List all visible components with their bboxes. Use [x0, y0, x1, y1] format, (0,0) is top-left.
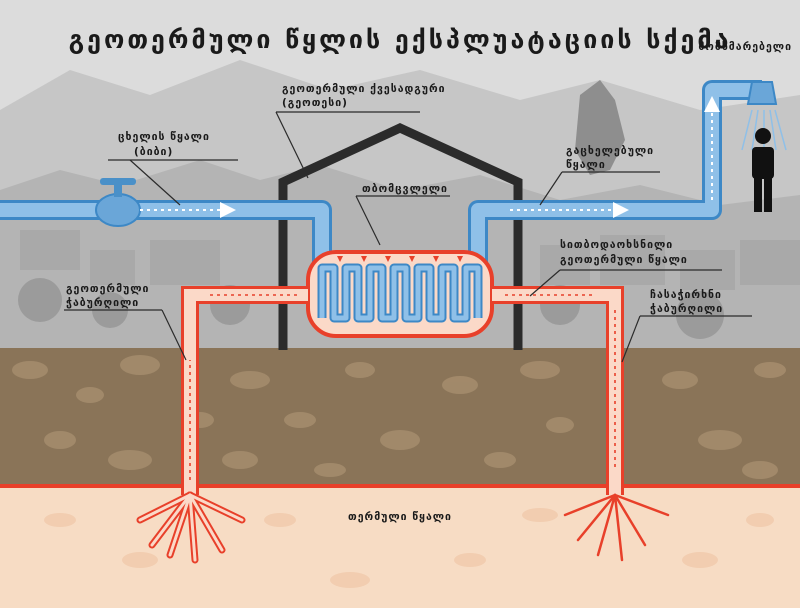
valve-icon: [95, 178, 141, 227]
label-used-geothermal-water-sub: გეოთერმული წყალი: [560, 254, 688, 266]
hot-flow-arrows: [189, 294, 616, 480]
geothermal-station-building: [278, 123, 523, 350]
label-injection-well: ჩასაჭირხნი: [650, 289, 722, 301]
aquifer-layer: [0, 484, 800, 608]
label-consumer: მომხმარებელი: [698, 41, 792, 53]
heat-exchanger: [306, 250, 494, 338]
label-geothermal-station: გეოთერმული ქვესადგური: [282, 83, 446, 95]
label-thermal-water: თერმული წყალი: [348, 511, 452, 523]
label-injection-well-sub: ჭაბურღილი: [650, 303, 723, 315]
label-used-geothermal-water: სითბოდაოხსნილი: [560, 239, 673, 251]
injection-well-fractures: [563, 493, 670, 562]
label-heated-water: გაცხელებული: [566, 145, 654, 157]
label-cold-water: ცხელის წყალი: [118, 131, 210, 143]
label-geothermal-station-sub: (გეოთესი): [282, 97, 348, 109]
label-heat-exchanger: თბომცვლელი: [362, 183, 448, 195]
label-geothermal-well-sub: ჭაბურღილი: [66, 297, 139, 309]
production-well-fractures-inner: [138, 493, 244, 562]
flow-arrows: [140, 96, 720, 218]
soil-layer: [0, 348, 800, 486]
label-geothermal-well: გეოთერმული: [66, 283, 149, 295]
shower-icon: [741, 81, 787, 151]
person-icon: [752, 128, 774, 212]
heated-water-pipe: [468, 80, 762, 318]
diagram-title: გეოთერმული წყლის ექსპლუატაციის სქემა: [69, 25, 732, 54]
label-cold-water-sub: (ბიბი): [134, 146, 173, 158]
label-heated-water-sub: წყალი: [566, 159, 606, 171]
leader-lines: [64, 111, 752, 363]
